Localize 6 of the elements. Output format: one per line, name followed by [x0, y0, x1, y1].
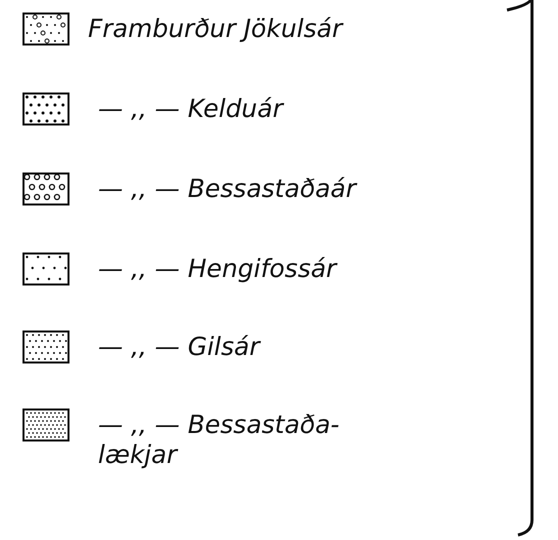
legend-label: — ,, — Hengifossár — [98, 254, 338, 284]
legend-label: — ,, — Gilsár — [98, 332, 262, 362]
legend-label: — ,, — Bessastaða- lækjar — [98, 410, 340, 470]
legend-label: — ,, — Bessastaðaár — [98, 174, 358, 204]
legend-label: — ,, — Kelduár — [98, 94, 286, 124]
legend-label: Framburður Jökulsár — [88, 14, 344, 44]
